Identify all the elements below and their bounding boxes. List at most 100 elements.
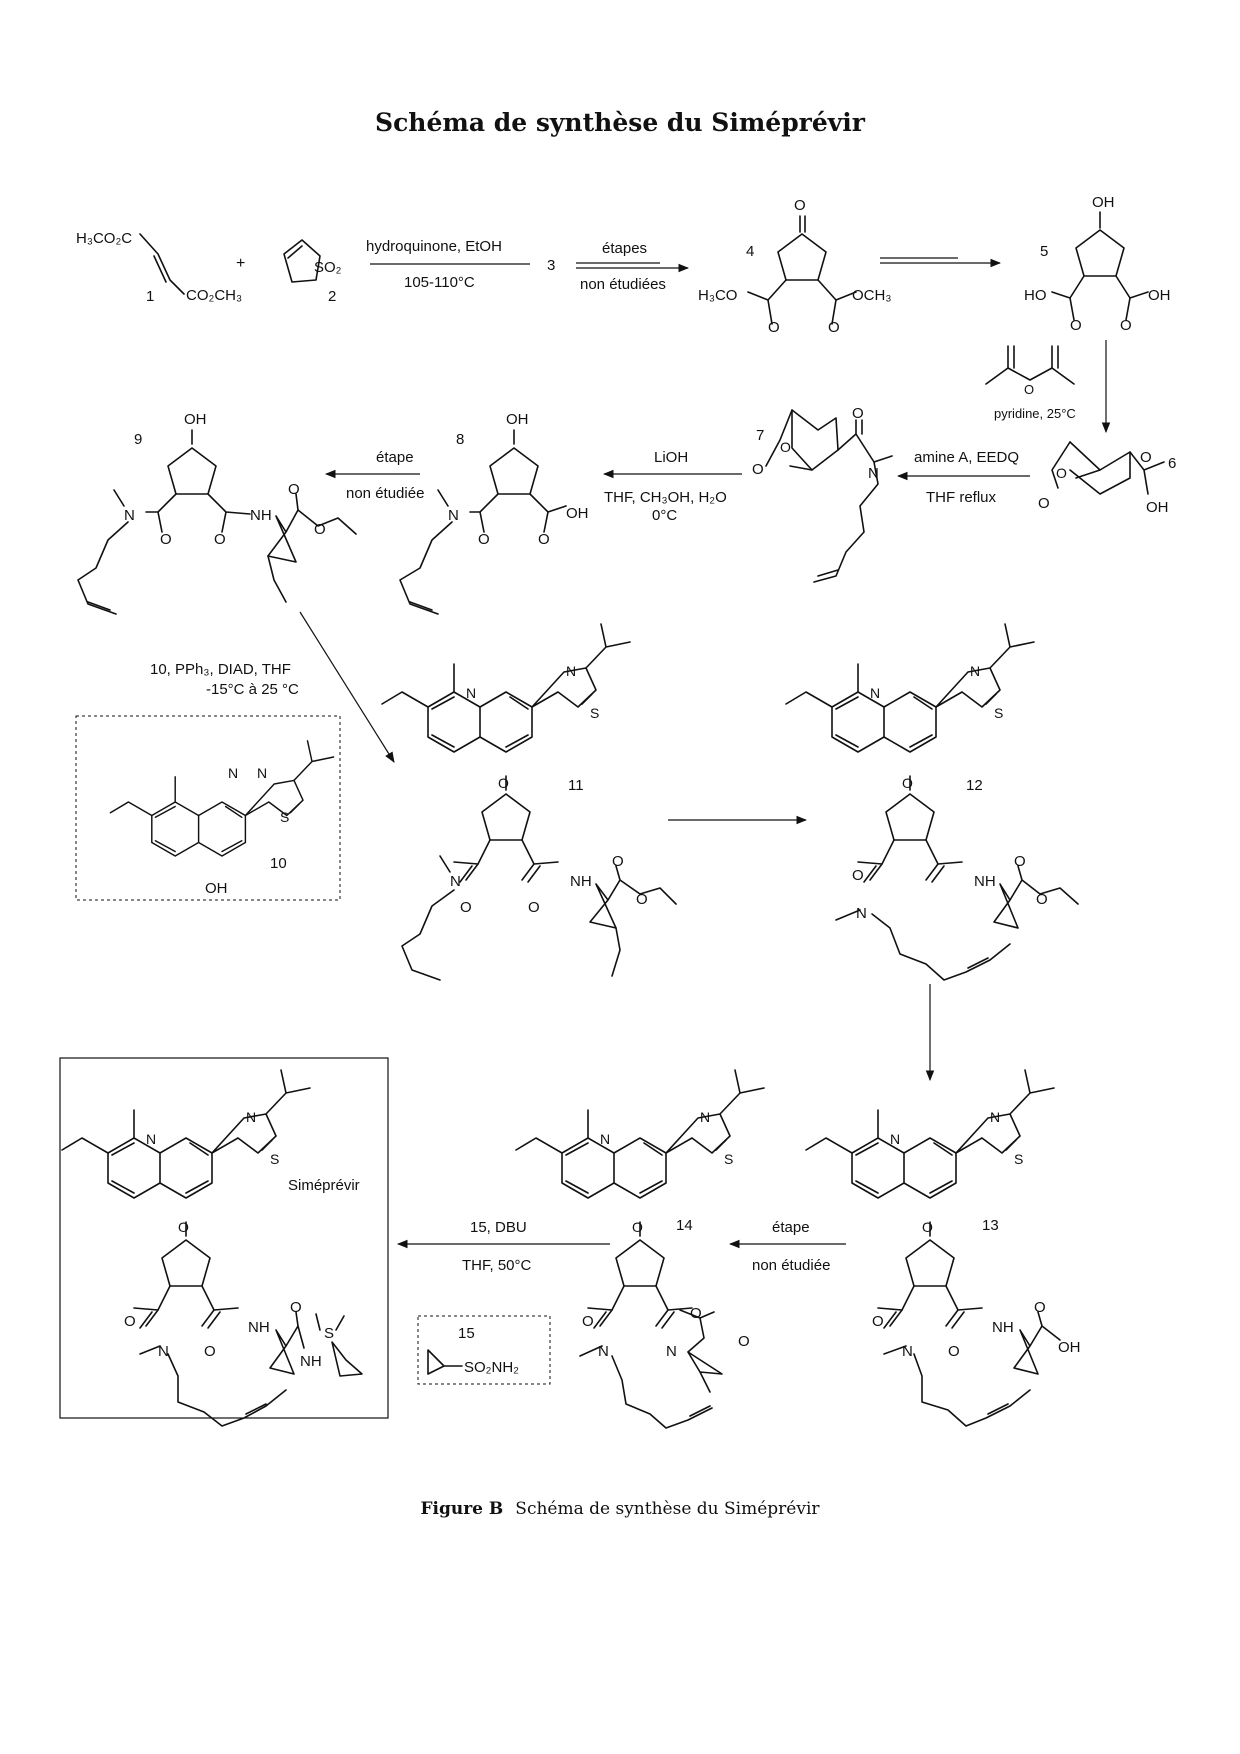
svg-text:S: S — [270, 1151, 279, 1167]
reaction-condition: THF, 50°C — [462, 1257, 532, 1274]
atom-label: SO₂ — [314, 259, 342, 276]
compound-15-box: 15 SO₂NH₂ — [417, 1315, 551, 1385]
compound-7: 7 O O O N — [752, 405, 893, 583]
svg-text:NH: NH — [974, 873, 996, 890]
compound-5: OH 5 HO OH O O — [1024, 194, 1171, 334]
reaction-6: LiOH THF, CH₃OH, H₂O 0°C — [602, 449, 742, 524]
svg-text:N: N — [466, 685, 476, 701]
reaction-condition: 105-110°C — [404, 274, 475, 291]
svg-text:N: N — [450, 873, 461, 890]
svg-text:OH: OH — [1146, 499, 1169, 516]
compound-number: 13 — [982, 1217, 999, 1234]
svg-text:NH: NH — [300, 1353, 322, 1370]
compound-number: 6 — [1168, 455, 1176, 472]
compound-4: O 4 H₃CO OCH₃ O O — [698, 197, 891, 336]
compound-number: 4 — [746, 243, 754, 260]
compound-name: Siméprévir — [288, 1177, 360, 1194]
svg-text:O: O — [872, 1313, 884, 1330]
svg-text:O: O — [160, 531, 172, 548]
reaction-1: hydroquinone, EtOH 105-110°C — [366, 238, 530, 291]
svg-text:H₃CO: H₃CO — [698, 287, 737, 304]
svg-text:N: N — [158, 1343, 169, 1360]
reaction-condition: non étudiée — [752, 1257, 830, 1274]
svg-text:OH: OH — [506, 411, 529, 428]
reaction-3 — [880, 257, 1002, 268]
svg-text:N: N — [870, 685, 880, 701]
compound-11: N N S O 11 N O O NH O O — [381, 623, 677, 981]
compound-number: 5 — [1040, 243, 1048, 260]
svg-text:NH: NH — [250, 507, 272, 524]
svg-text:OH: OH — [1092, 194, 1115, 211]
reaction-condition: 10, PPh₃, DIAD, THF — [150, 661, 291, 678]
svg-text:OH: OH — [1058, 1339, 1081, 1356]
reaction-condition: hydroquinone, EtOH — [366, 238, 502, 255]
svg-text:O: O — [768, 319, 780, 336]
compound-number: 8 — [456, 431, 464, 448]
figure-label: Figure B — [420, 1499, 504, 1519]
reaction-condition: étape — [376, 449, 414, 466]
compound-number: 15 — [458, 1325, 475, 1342]
svg-text:O: O — [794, 197, 806, 214]
reaction-condition: amine A, EEDQ — [914, 449, 1019, 466]
compound-1: H₃CO₂C CO₂CH₃ 1 — [76, 230, 242, 305]
reaction-condition: THF reflux — [926, 489, 997, 506]
reaction-condition: 15, DBU — [470, 1219, 527, 1236]
svg-text:N: N — [257, 765, 267, 781]
svg-text:N: N — [228, 765, 238, 781]
compound-8: 8 OH N O O OH — [399, 411, 589, 615]
reaction-condition: non étudiée — [346, 485, 424, 502]
compound-13: N N S O 13 O N O NH O OH — [805, 1069, 1081, 1427]
compound-simeprevir: N N S Siméprévir O O N O NH O NH S — [59, 1057, 389, 1427]
svg-text:O: O — [582, 1313, 594, 1330]
svg-text:N: N — [146, 1131, 156, 1147]
reaction-4: O pyridine, 25°C — [985, 340, 1111, 434]
svg-text:O: O — [852, 405, 864, 422]
svg-text:NH: NH — [248, 1319, 270, 1336]
svg-text:O: O — [290, 1299, 302, 1316]
svg-text:HO: HO — [1024, 287, 1047, 304]
svg-text:O: O — [636, 891, 648, 908]
svg-text:NH: NH — [992, 1319, 1014, 1336]
svg-text:S: S — [280, 809, 289, 825]
svg-text:O: O — [612, 853, 624, 870]
svg-text:O: O — [528, 899, 540, 916]
svg-text:O: O — [738, 1333, 750, 1350]
svg-text:N: N — [990, 1109, 1000, 1125]
svg-text:N: N — [700, 1109, 710, 1125]
svg-text:S: S — [994, 705, 1003, 721]
svg-text:O: O — [1036, 891, 1048, 908]
svg-text:O: O — [1024, 382, 1034, 397]
compound-14: N N S O 14 O N N O O — [515, 1069, 765, 1429]
compound-9: 9 OH N O O NH O O — [77, 411, 357, 615]
figure-caption-text: Schéma de synthèse du Siméprévir — [515, 1499, 820, 1519]
svg-text:O: O — [780, 439, 791, 455]
svg-text:O: O — [632, 1219, 643, 1235]
svg-text:O: O — [922, 1219, 933, 1235]
svg-text:OH: OH — [184, 411, 207, 428]
svg-text:N: N — [448, 507, 459, 524]
compound-number: 2 — [328, 288, 336, 305]
svg-text:O: O — [204, 1343, 216, 1360]
reaction-arrow — [299, 611, 395, 763]
sulfur-label: S — [324, 1325, 334, 1342]
reaction-condition: -15°C à 25 °C — [206, 681, 299, 698]
compound-number: 1 — [146, 288, 154, 305]
svg-text:O: O — [852, 867, 864, 884]
svg-text:O: O — [214, 531, 226, 548]
compound-10-box: OH N N S 10 — [75, 715, 341, 901]
plus-sign: + — [236, 255, 245, 272]
reaction-2: étapes non étudiées — [576, 240, 690, 293]
compound-2: SO₂ 2 — [283, 239, 342, 305]
svg-text:N: N — [246, 1109, 256, 1125]
svg-text:O: O — [478, 531, 490, 548]
svg-text:O: O — [690, 1305, 702, 1322]
svg-text:O: O — [288, 481, 300, 498]
compound-6: O O O OH 6 — [1038, 441, 1176, 516]
svg-text:O: O — [1070, 317, 1082, 334]
reaction-condition: étapes — [602, 240, 647, 257]
svg-text:N: N — [970, 663, 980, 679]
atom-label: CO₂CH₃ — [186, 287, 242, 304]
compound-number: 11 — [568, 777, 584, 794]
compound-12: N N S O 12 O N NH O O — [785, 623, 1079, 981]
